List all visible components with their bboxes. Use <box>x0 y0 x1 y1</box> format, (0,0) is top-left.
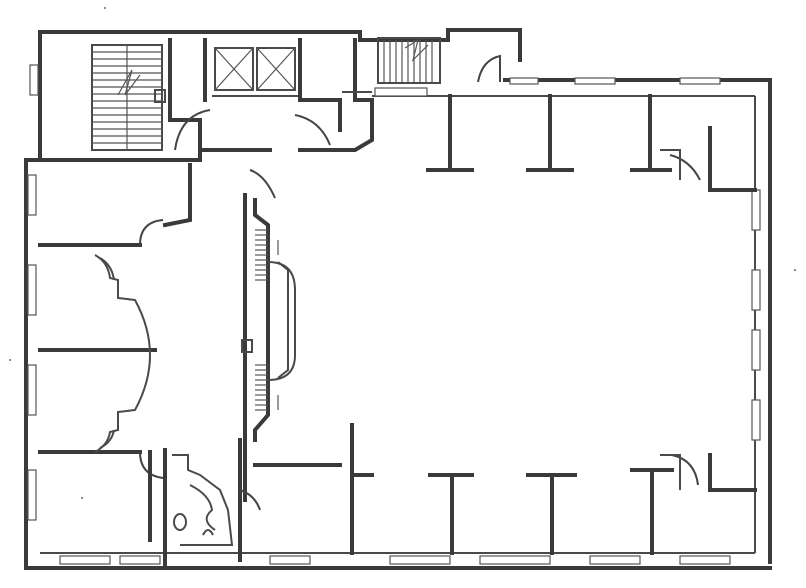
central-stair <box>241 193 296 502</box>
windows <box>27 64 761 565</box>
restroom-core <box>163 438 342 570</box>
core-walls <box>38 38 374 162</box>
stray-marks <box>9 7 796 499</box>
elevator-pair <box>212 47 298 97</box>
stair-northwest <box>91 44 166 151</box>
open-office-floor <box>350 94 757 555</box>
core-doors <box>174 109 331 199</box>
stair-north <box>377 37 501 84</box>
exterior-walls <box>24 28 772 570</box>
west-offices <box>38 163 192 542</box>
